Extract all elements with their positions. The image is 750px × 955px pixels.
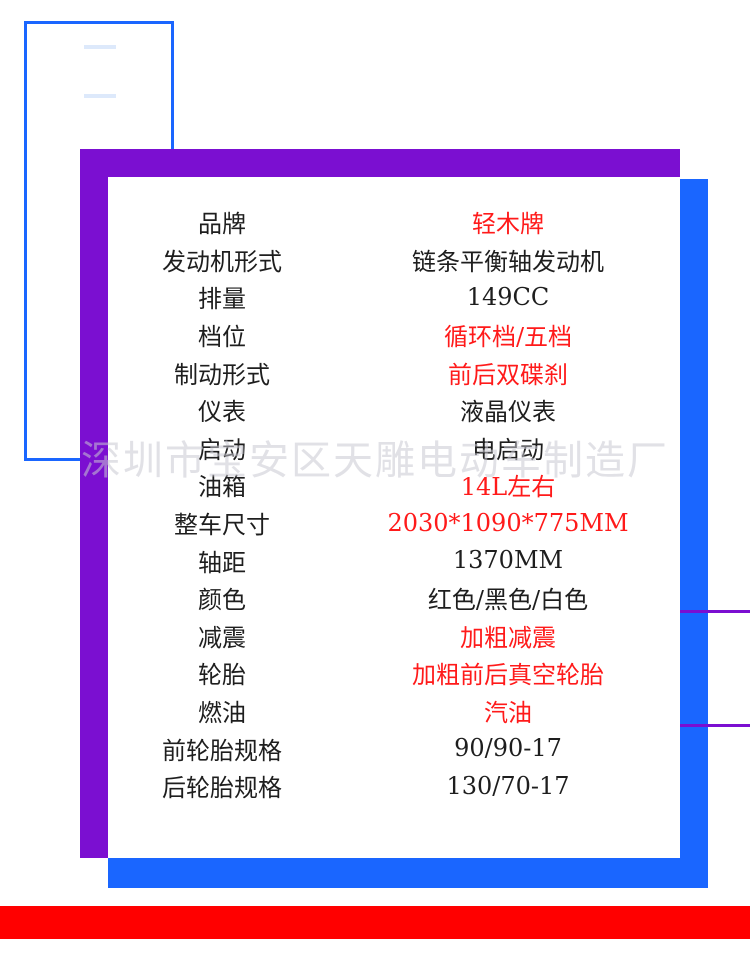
spec-value: 轻木牌 xyxy=(472,210,544,239)
spec-label: 仪表 xyxy=(198,398,246,427)
spec-value: 液晶仪表 xyxy=(460,398,556,427)
spec-value: 1370MM xyxy=(452,546,564,575)
spec-value: 130/70-17 xyxy=(446,771,570,800)
spec-row: 档位 循环档/五档 xyxy=(108,316,680,354)
red-footer-bar xyxy=(0,906,750,939)
spec-row: 仪表 液晶仪表 xyxy=(108,391,680,429)
spec-row: 品牌 轻木牌 xyxy=(108,203,680,241)
spec-value: 电启动 xyxy=(472,435,544,464)
spec-row: 整车尺寸 2030*1090*775MM xyxy=(108,504,680,542)
spec-label: 轴距 xyxy=(198,548,246,577)
spec-label: 档位 xyxy=(198,323,246,352)
spec-label: 整车尺寸 xyxy=(174,511,270,540)
spec-row: 颜色 红色/黑色/白色 xyxy=(108,579,680,617)
spec-value: 汽油 xyxy=(484,699,532,728)
spec-table: 品牌 轻木牌发动机形式 链条平衡轴发动机排量 149CC 档位 循环档/五档制动形式 前后双… xyxy=(108,203,680,805)
decorative-dash xyxy=(84,94,116,98)
spec-value: 149CC xyxy=(466,282,550,311)
spec-row: 轮胎 加粗前后真空轮胎 xyxy=(108,654,680,692)
spec-row: 减震 加粗减震 xyxy=(108,617,680,655)
spec-value: 红色/黑色/白色 xyxy=(427,586,589,615)
spec-label: 油箱 xyxy=(198,473,246,502)
decorative-line xyxy=(680,610,750,613)
spec-label: 颜色 xyxy=(198,586,246,615)
spec-value: 链条平衡轴发动机 xyxy=(412,247,604,276)
spec-value: 前后双碟刹 xyxy=(448,360,568,389)
spec-label: 燃油 xyxy=(198,699,246,728)
spec-value: 2030*1090*775MM xyxy=(387,508,629,537)
spec-row: 制动形式 前后双碟刹 xyxy=(108,353,680,391)
spec-label: 减震 xyxy=(198,623,246,652)
watermark: 深圳市宝安区天雕电动车制造厂 xyxy=(81,438,669,484)
spec-row: 燃油 汽油 xyxy=(108,692,680,730)
spec-value: 加粗前后真空轮胎 xyxy=(412,661,604,690)
spec-label: 制动形式 xyxy=(174,360,270,389)
spec-label: 品牌 xyxy=(198,210,246,239)
spec-row: 轴距 1370MM xyxy=(108,541,680,579)
spec-card xyxy=(108,177,680,858)
spec-row: 油箱 14L左右 xyxy=(108,466,680,504)
spec-label: 前轮胎规格 xyxy=(162,736,282,765)
spec-value: 加粗减震 xyxy=(460,623,556,652)
spec-label: 发动机形式 xyxy=(162,247,282,276)
spec-label: 排量 xyxy=(198,285,246,314)
spec-row: 后轮胎规格 130/70-17 xyxy=(108,767,680,805)
spec-value: 循环档/五档 xyxy=(443,323,573,352)
spec-value: 14L左右 xyxy=(460,473,556,502)
decorative-dash xyxy=(84,45,116,49)
spec-row: 排量 149CC xyxy=(108,278,680,316)
spec-row: 发动机形式 链条平衡轴发动机 xyxy=(108,241,680,279)
spec-value: 90/90-17 xyxy=(454,734,562,763)
spec-label: 后轮胎规格 xyxy=(162,774,282,803)
decorative-line xyxy=(680,724,750,727)
spec-label: 轮胎 xyxy=(198,661,246,690)
spec-label: 启动 xyxy=(198,435,246,464)
spec-row: 启动 电启动 xyxy=(108,429,680,467)
spec-row: 前轮胎规格 90/90-17 xyxy=(108,729,680,767)
